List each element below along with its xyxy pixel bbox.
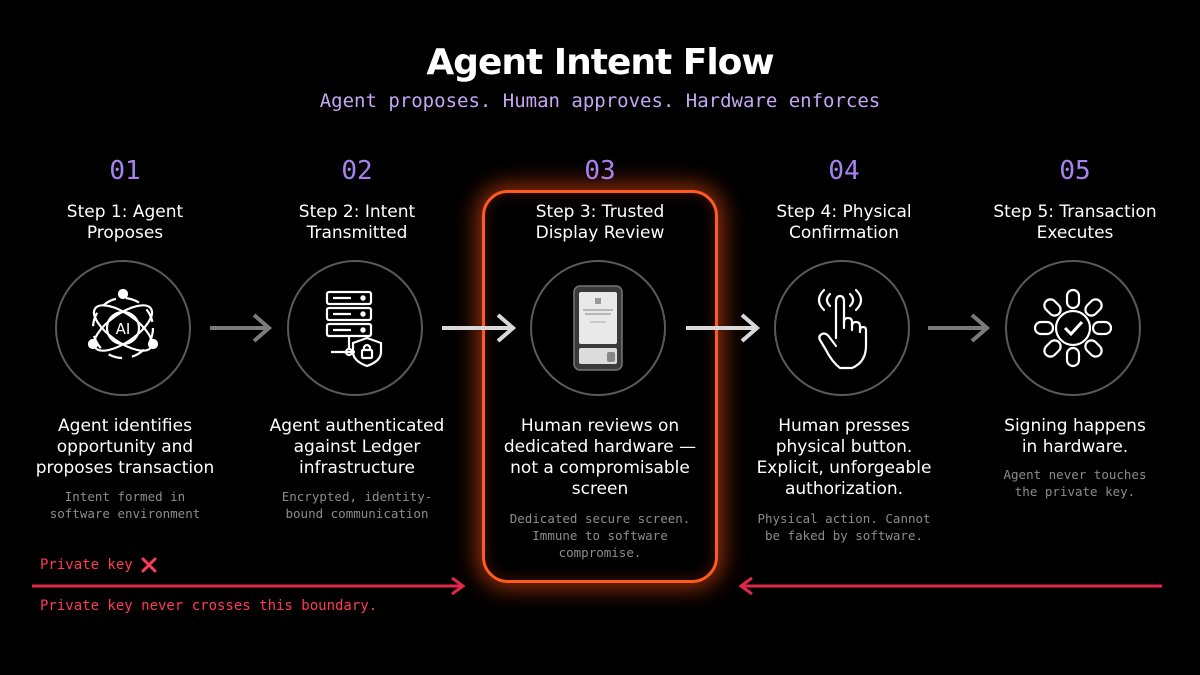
step-note: Encrypted, identity-bound communication xyxy=(281,489,433,521)
highlight-box xyxy=(482,190,718,583)
step-icon-circle: AI xyxy=(55,260,191,396)
boundary-note: Private key never crosses this boundary. xyxy=(40,598,378,614)
step-icon-circle xyxy=(774,260,910,396)
page-subtitle: Agent proposes. Human approves. Hardware… xyxy=(319,90,881,112)
step-number: 03 xyxy=(584,156,616,186)
arrow-2-3 xyxy=(442,313,517,343)
server-shield-icon xyxy=(325,290,383,368)
cross-icon xyxy=(141,557,157,573)
page-title: Agent Intent Flow xyxy=(426,42,774,83)
step-icon-circle xyxy=(287,260,423,396)
hardware-device-icon xyxy=(573,285,623,371)
svg-text:AI: AI xyxy=(116,320,131,338)
step-number: 04 xyxy=(828,156,860,186)
step-number: 02 xyxy=(341,156,373,186)
private-key-label: Private key xyxy=(40,557,133,573)
arrow-4-5 xyxy=(928,313,991,343)
step-icon-circle xyxy=(530,260,666,396)
finger-press-icon xyxy=(817,288,868,370)
boundary-arrow-left xyxy=(32,576,466,596)
step-number: 05 xyxy=(1059,156,1091,186)
boundary-arrow-right xyxy=(738,576,1162,596)
arrow-1-2 xyxy=(210,313,273,343)
step-icon-circle xyxy=(1005,260,1141,396)
chain-check-icon xyxy=(1033,288,1113,368)
step-number: 01 xyxy=(109,156,141,186)
ai-orbit-icon: AI xyxy=(87,288,159,360)
step-note: Dedicated secure screen.Immune to softwa… xyxy=(509,511,691,560)
arrow-3-4 xyxy=(686,313,761,343)
